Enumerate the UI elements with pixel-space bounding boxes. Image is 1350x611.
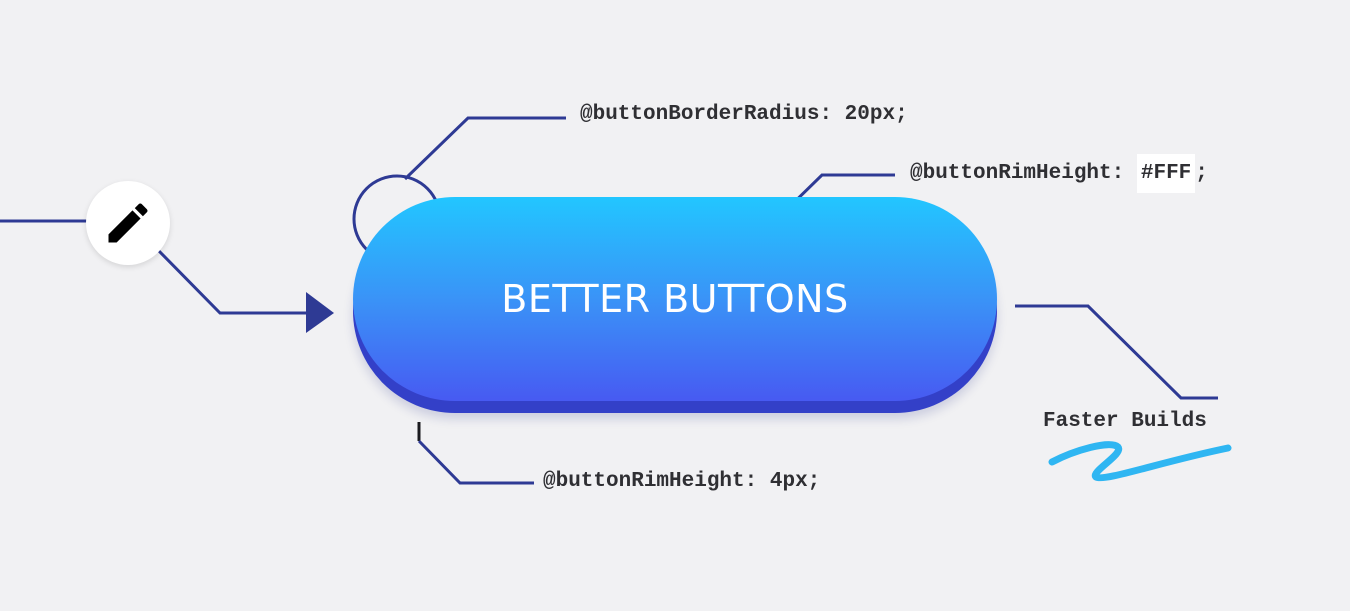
rim-height-annotation: @buttonRimHeight: 4px; [543, 470, 820, 493]
rim-height-end: ; [807, 470, 821, 493]
rim-height-var: @buttonRimHeight: [543, 470, 758, 493]
rim-color-end: ; [1195, 162, 1208, 185]
connector-pen-to-button [156, 248, 312, 315]
rim-color-var: @buttonRimHeight: [910, 162, 1125, 185]
rim-height-value: 4px [769, 470, 808, 493]
better-buttons-demo[interactable]: BETTER BUTTONS [353, 197, 997, 413]
edit-badge[interactable] [86, 181, 170, 265]
faster-builds-label: Faster Builds [1043, 410, 1207, 433]
border-radius-var: @buttonBorderRadius: [580, 103, 833, 126]
connector-radius [403, 116, 566, 181]
border-radius-annotation: @buttonBorderRadius: 20px; [580, 103, 908, 126]
rim-color-annotation: @buttonRimHeight: #FFF; [910, 154, 1208, 193]
border-radius-value: 20px [844, 103, 896, 126]
button-label: BETTER BUTTONS [501, 277, 849, 321]
connector-rim-height [417, 439, 534, 485]
better-buttons-button[interactable]: BETTER BUTTONS [353, 197, 997, 401]
connector-right [1015, 304, 1218, 400]
pencil-icon [108, 203, 148, 243]
border-radius-end: ; [895, 103, 908, 126]
squiggle-underline [1048, 441, 1232, 482]
rim-color-value: #FFF [1136, 154, 1196, 193]
arrow-right-icon [306, 292, 334, 333]
